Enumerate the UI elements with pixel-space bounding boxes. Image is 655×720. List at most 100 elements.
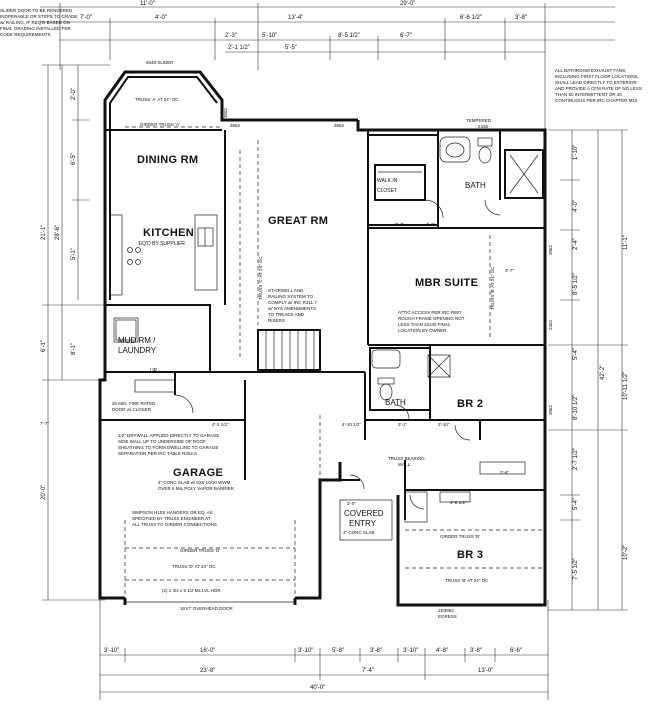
dim-left-1: 21'-1" bbox=[41, 225, 47, 240]
dim-right-total: 42'-2" bbox=[600, 365, 606, 380]
win-code-5: 3062 bbox=[548, 244, 553, 255]
label-kitchen-note: 'EQ'D BY SUPPLIER bbox=[138, 241, 185, 247]
note-hangers-2: SPECIFIED BY TRUSS ENGINEER AT bbox=[132, 516, 211, 521]
note-top-left-3: w/ RAILING, IF REQ'D BASED ON bbox=[0, 20, 70, 25]
dim-top-2: 29'-0" bbox=[400, 1, 415, 7]
note-top-left-4: FINAL GRADING INSTALLED PER bbox=[0, 26, 72, 31]
dim-top-r2-4: 6'-6 1/2" bbox=[460, 15, 482, 21]
note-stair-2: RAILING SYSTEM TO bbox=[268, 294, 314, 299]
exterior-walls bbox=[98, 70, 547, 607]
note-drywall-4: SEPARATION PER IRC TABLE R302.6 bbox=[118, 451, 197, 456]
note-exhaust-6: CONTINUOUS PER IRC CHAPTER M15 bbox=[555, 98, 638, 103]
truss-c: TRUSS 'C' AT 24" OC bbox=[258, 256, 263, 300]
dim-left-2: 6'-1" bbox=[41, 340, 47, 352]
note-hangers-3: ALL TRUSS TO GIRDER CONNECTIONS bbox=[132, 522, 217, 527]
dim-top-r3-2: 5'-10" bbox=[262, 33, 277, 39]
int-dim-7: 4'-8 1/2" bbox=[450, 500, 467, 505]
dim-bot-2: 16'-0" bbox=[200, 648, 215, 654]
note-stair-5: TO TREADS AND bbox=[268, 312, 305, 317]
note-egress: EGRESS bbox=[438, 614, 457, 619]
win-code-6: 2462 bbox=[548, 319, 553, 330]
int-dim-11: 7'-7" bbox=[40, 421, 49, 426]
dim-right-in-8: 5'-4" bbox=[573, 498, 579, 510]
dim-bot-r2-1: 23'-8" bbox=[200, 668, 215, 674]
label-br3: BR 3 bbox=[457, 549, 483, 561]
dim-top-r4-1: 2'-1 1/2" bbox=[228, 45, 250, 51]
int-dim-10: 3'-7" bbox=[505, 268, 514, 273]
dim-bot-5: 3'-8" bbox=[370, 648, 382, 654]
dim-right-in-2: 4'-0" bbox=[573, 200, 579, 212]
win-code-2: 3662 bbox=[334, 123, 345, 128]
dim-bot-total: 40'-0" bbox=[310, 685, 325, 691]
dim-left-in-1: 2'-0" bbox=[71, 88, 77, 100]
int-dim-2: 3'-6" bbox=[426, 222, 435, 227]
note-exhaust-1: ALL BATHROOM EXHAUST FANS, bbox=[555, 68, 626, 73]
dim-bot-r2-3: 13'-0" bbox=[478, 668, 493, 674]
dim-top-r4-2: 5'-5" bbox=[285, 45, 297, 51]
dim-right-in-5: 5'-4" bbox=[573, 348, 579, 360]
dim-right-in-9: 7'-5 1/2" bbox=[573, 558, 579, 580]
dim-left-in-4: 8'-1" bbox=[71, 343, 77, 355]
label-mud: MUD RM / bbox=[118, 336, 156, 345]
note-exhaust-5: THAN 50 INTERMITTENT OR 20 bbox=[555, 92, 622, 97]
win-code-4: 2436 bbox=[478, 124, 489, 129]
int-dim-5: 3'-10" bbox=[438, 422, 450, 427]
note-fire-2: DOOR w/ CLOSER bbox=[112, 407, 152, 412]
note-drywall-1: 1/2" DRYWALL APPLIED DIRECTLY TO GARAGE bbox=[118, 433, 219, 438]
truss-d: TRUSS 'D' AT 24" OC bbox=[172, 564, 216, 569]
label-bath-master: BATH bbox=[465, 181, 486, 190]
dim-left-in-3: 5'-1" bbox=[71, 248, 77, 260]
girder-a: GIRDER TRUSS 'A' bbox=[140, 122, 180, 127]
dimension-lines bbox=[40, 3, 628, 700]
dim-top-1: 11'-0" bbox=[140, 1, 155, 7]
overhead-door: 16'x7' OVERHEAD DOOR bbox=[180, 606, 233, 611]
win-code-7: 3062 bbox=[548, 404, 553, 415]
interior-walls bbox=[100, 126, 545, 598]
note-attic-2: ROUGH FRAME OPENING NOT bbox=[398, 316, 465, 321]
win-code-1: 3662 bbox=[230, 123, 241, 128]
note-slider: 6048 SLIDER bbox=[146, 60, 174, 65]
note-truss-bearing-2: WALL bbox=[398, 462, 411, 467]
note-fire-1: 20 MIN. FIRE RATED bbox=[112, 401, 156, 406]
label-entry-slab: 4" CONC SLAB bbox=[343, 530, 374, 535]
notes: SLIDER DOOR TO BE RENDERED INOPERABLE OR… bbox=[0, 8, 642, 619]
dimension-text: 11'-0" 29'-0" 7'-0" 4'-0" 13'-4" 6'-6 1/… bbox=[41, 1, 629, 691]
note-drywall-3: SHEATHING TO FORM DWELLING TO GARAGE bbox=[118, 445, 218, 450]
dim-bot-9: 6'-6" bbox=[510, 648, 522, 654]
dim-bot-6: 3'-10" bbox=[403, 648, 418, 654]
truss-b-br3: TRUSS 'B' AT 24" OC bbox=[445, 578, 489, 583]
note-top-left-5: CODE REQUIREMENTS bbox=[0, 32, 51, 37]
note-exhaust-2: INCLUDING FIRST FLOOR LOCATIONS, bbox=[555, 74, 639, 79]
note-egress-code: 1D3862 bbox=[438, 608, 454, 613]
int-dim-3: 4'-10 1/2" bbox=[342, 422, 361, 427]
dim-top-r2-1: 7'-0" bbox=[80, 15, 92, 21]
label-mbr: MBR SUITE bbox=[415, 277, 478, 289]
note-slab-1: 4" CONC SLAB w/ 6X6 10/10 WWM bbox=[158, 480, 231, 485]
note-slab-2: OVER 6 MIL POLY VAPOR BARRIER bbox=[158, 486, 235, 491]
dim-bot-4: 5'-8" bbox=[332, 648, 344, 654]
truss-labels: TRUSS 'A' AT 24" OC GIRDER TRUSS 'A' TRU… bbox=[135, 97, 495, 611]
int-dim-4: 3'-1" bbox=[398, 422, 407, 427]
int-dim-6: 4'-2 1/2" bbox=[212, 422, 229, 427]
dim-top-r2-2: 4'-0" bbox=[155, 15, 167, 21]
dim-right-in-7: 2'-7 1/2" bbox=[573, 448, 579, 470]
dim-right-2: 10'-11 1/2" bbox=[623, 372, 629, 400]
note-exhaust-3: SHALL LEAD DIRECTLY TO EXTERIOR bbox=[555, 80, 638, 85]
note-stair-1: STAIRWELL AND bbox=[268, 288, 304, 293]
label-laundry: LAUNDRY bbox=[118, 346, 157, 355]
girder-b: GIRDER TRUSS 'B' bbox=[440, 534, 480, 539]
lvl-header: (2) 1 3/4 x 9 1/2 ML LVL HDR bbox=[162, 588, 221, 593]
dim-left-total: 28'-6" bbox=[55, 225, 61, 240]
label-kitchen: KITCHEN bbox=[143, 227, 194, 239]
label-dining: DINING RM bbox=[137, 154, 198, 166]
dim-right-in-3: 2'-4" bbox=[573, 238, 579, 250]
note-attic-1: ATTIC ACCESS PER IRC R807 bbox=[398, 310, 462, 315]
label-walk-in: WALK IN bbox=[377, 178, 398, 184]
note-drywall-2: SIDE WALL UP TO UNDERSIDE OF ROOF bbox=[118, 439, 206, 444]
dim-bot-r2-2: 7'-4" bbox=[362, 668, 374, 674]
dim-top-r2-5: 3'-8" bbox=[515, 15, 527, 21]
note-stair-3: COMPLY w/ IRC R311.7 bbox=[268, 300, 317, 305]
girder-d: GIRDER TRUSS 'D' bbox=[180, 548, 220, 553]
label-great: GREAT RM bbox=[268, 215, 328, 227]
label-br2: BR 2 bbox=[457, 398, 483, 410]
